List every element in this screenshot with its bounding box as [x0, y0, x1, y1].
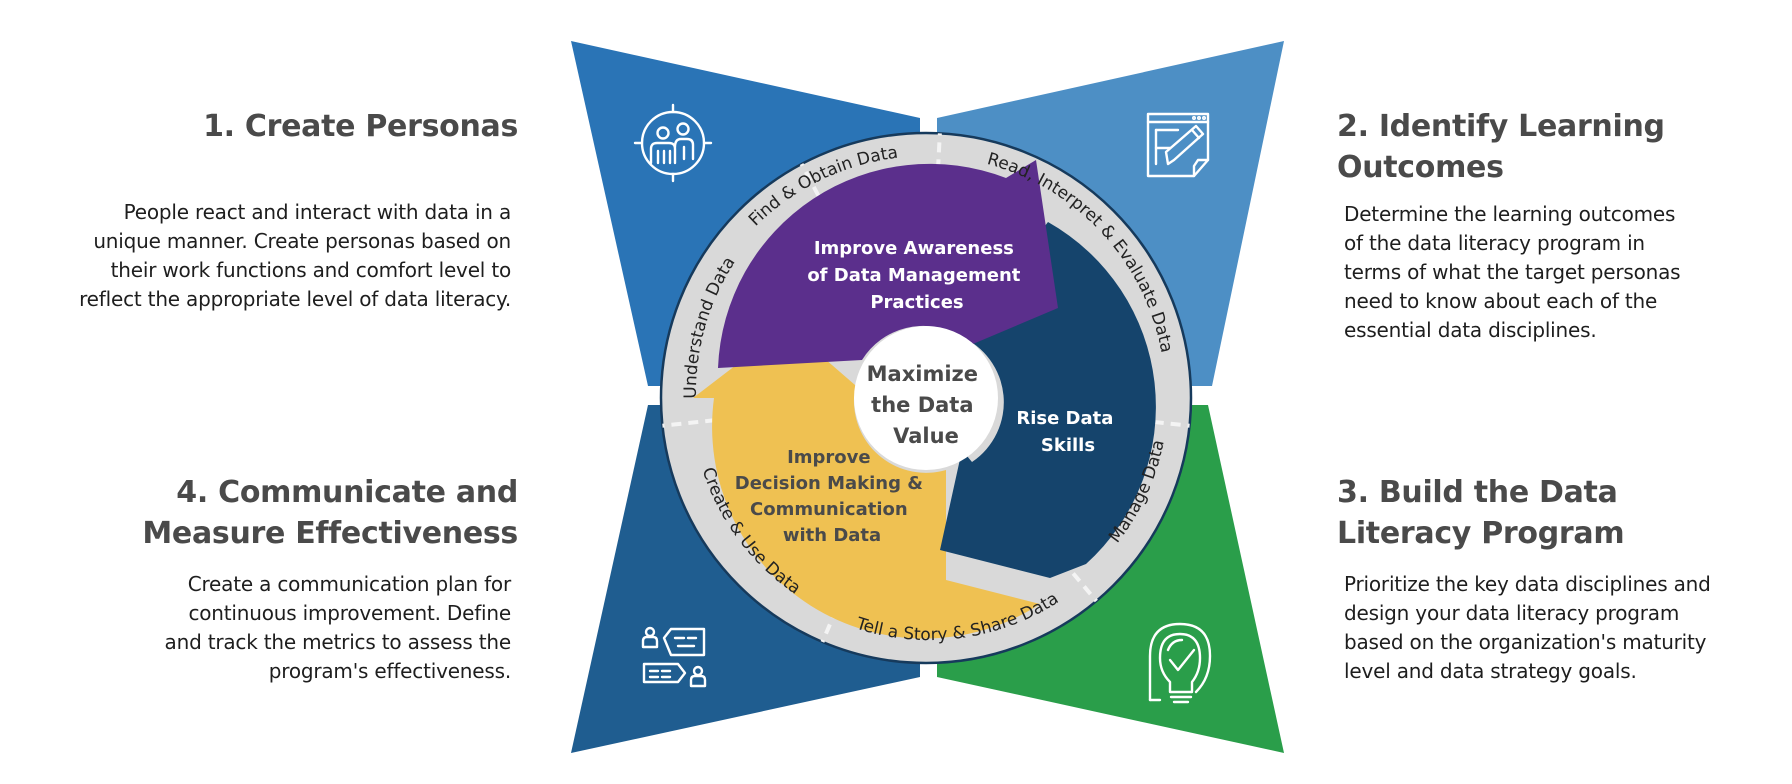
title-line: Literacy Program [1337, 516, 1625, 551]
center-label: Maximize the Data Value [867, 362, 986, 448]
personas-target-icon [633, 103, 713, 183]
center-circle [854, 326, 998, 470]
body-line: level and data strategy goals. [1344, 659, 1637, 683]
label-line: Rise Data [1016, 408, 1113, 429]
body-line: based on the organization's maturity [1344, 630, 1707, 654]
body-line: need to know about each of the [1344, 289, 1658, 313]
step-3-title: 3. Build the Data Literacy Program [1337, 472, 1777, 554]
arrow-label-skills: Rise Data Skills [1016, 408, 1119, 456]
body-line: design your data literacy program [1344, 601, 1680, 625]
step-4-description: Create a communication plan for continuo… [31, 570, 512, 686]
body-line: Prioritize the key data disciplines and [1344, 572, 1711, 596]
label-line: Skills [1041, 435, 1095, 456]
body-line: Create a communication plan for [187, 572, 511, 596]
step-2-description: Determine the learning outcomes of the d… [1344, 200, 1784, 345]
title-line: 3. Build the Data [1337, 475, 1618, 510]
step-2-title: 2. Identify Learning Outcomes [1337, 106, 1777, 188]
conversation-icon [641, 626, 707, 688]
step-1-title: 1. Create Personas [18, 106, 518, 147]
lightbulb-check-icon [1148, 622, 1212, 704]
body-line: Determine the learning outcomes [1344, 202, 1676, 226]
label-line: Communication [750, 499, 908, 520]
body-line: continuous improvement. Define [188, 601, 511, 625]
body-line: their work functions and comfort level t… [110, 258, 512, 282]
label-line: Improve [787, 447, 871, 468]
body-line: essential data disciplines. [1344, 318, 1597, 342]
step-4-title: 4. Communicate and Measure Effectiveness [0, 472, 518, 554]
title-line: 2. Identify Learning [1337, 109, 1665, 144]
step-3-description: Prioritize the key data disciplines and … [1344, 570, 1792, 686]
center-label-line: Maximize [867, 362, 978, 386]
title-line: 4. Communicate and [176, 475, 518, 510]
ring-divider [662, 418, 716, 428]
arrow-sector-yellow [693, 326, 1040, 639]
body-line: and track the metrics to assess the [164, 630, 512, 654]
label-line: Decision Making & [735, 473, 923, 494]
center-label-line: Value [893, 424, 959, 448]
body-line: program's effectiveness. [268, 659, 511, 683]
document-pencil-icon [1146, 112, 1210, 178]
arrow-sector-purple [718, 160, 1058, 368]
title-line: Measure Effectiveness [142, 516, 518, 551]
label-line: of Data Management [807, 265, 1020, 286]
title-line: 1. Create Personas [203, 109, 518, 144]
label-line: Improve Awareness [814, 238, 1014, 259]
body-line: of the data literacy program in [1344, 231, 1645, 255]
body-line: reflect the appropriate level of data li… [79, 287, 511, 311]
label-line: Practices [870, 292, 963, 313]
arrow-label-decision-making: Improve Decision Making & Communication … [735, 447, 929, 546]
body-line: People react and interact with data in a [123, 200, 512, 224]
body-line: terms of what the target personas [1344, 260, 1681, 284]
label-line: with Data [783, 525, 881, 546]
arrow-label-awareness: Improve Awareness of Data Management Pra… [807, 238, 1026, 313]
step-1-description: People react and interact with data in a… [0, 198, 511, 314]
center-label-line: the Data [871, 393, 973, 417]
body-line: unique manner. Create personas based on [93, 229, 511, 253]
title-line: Outcomes [1337, 150, 1504, 185]
